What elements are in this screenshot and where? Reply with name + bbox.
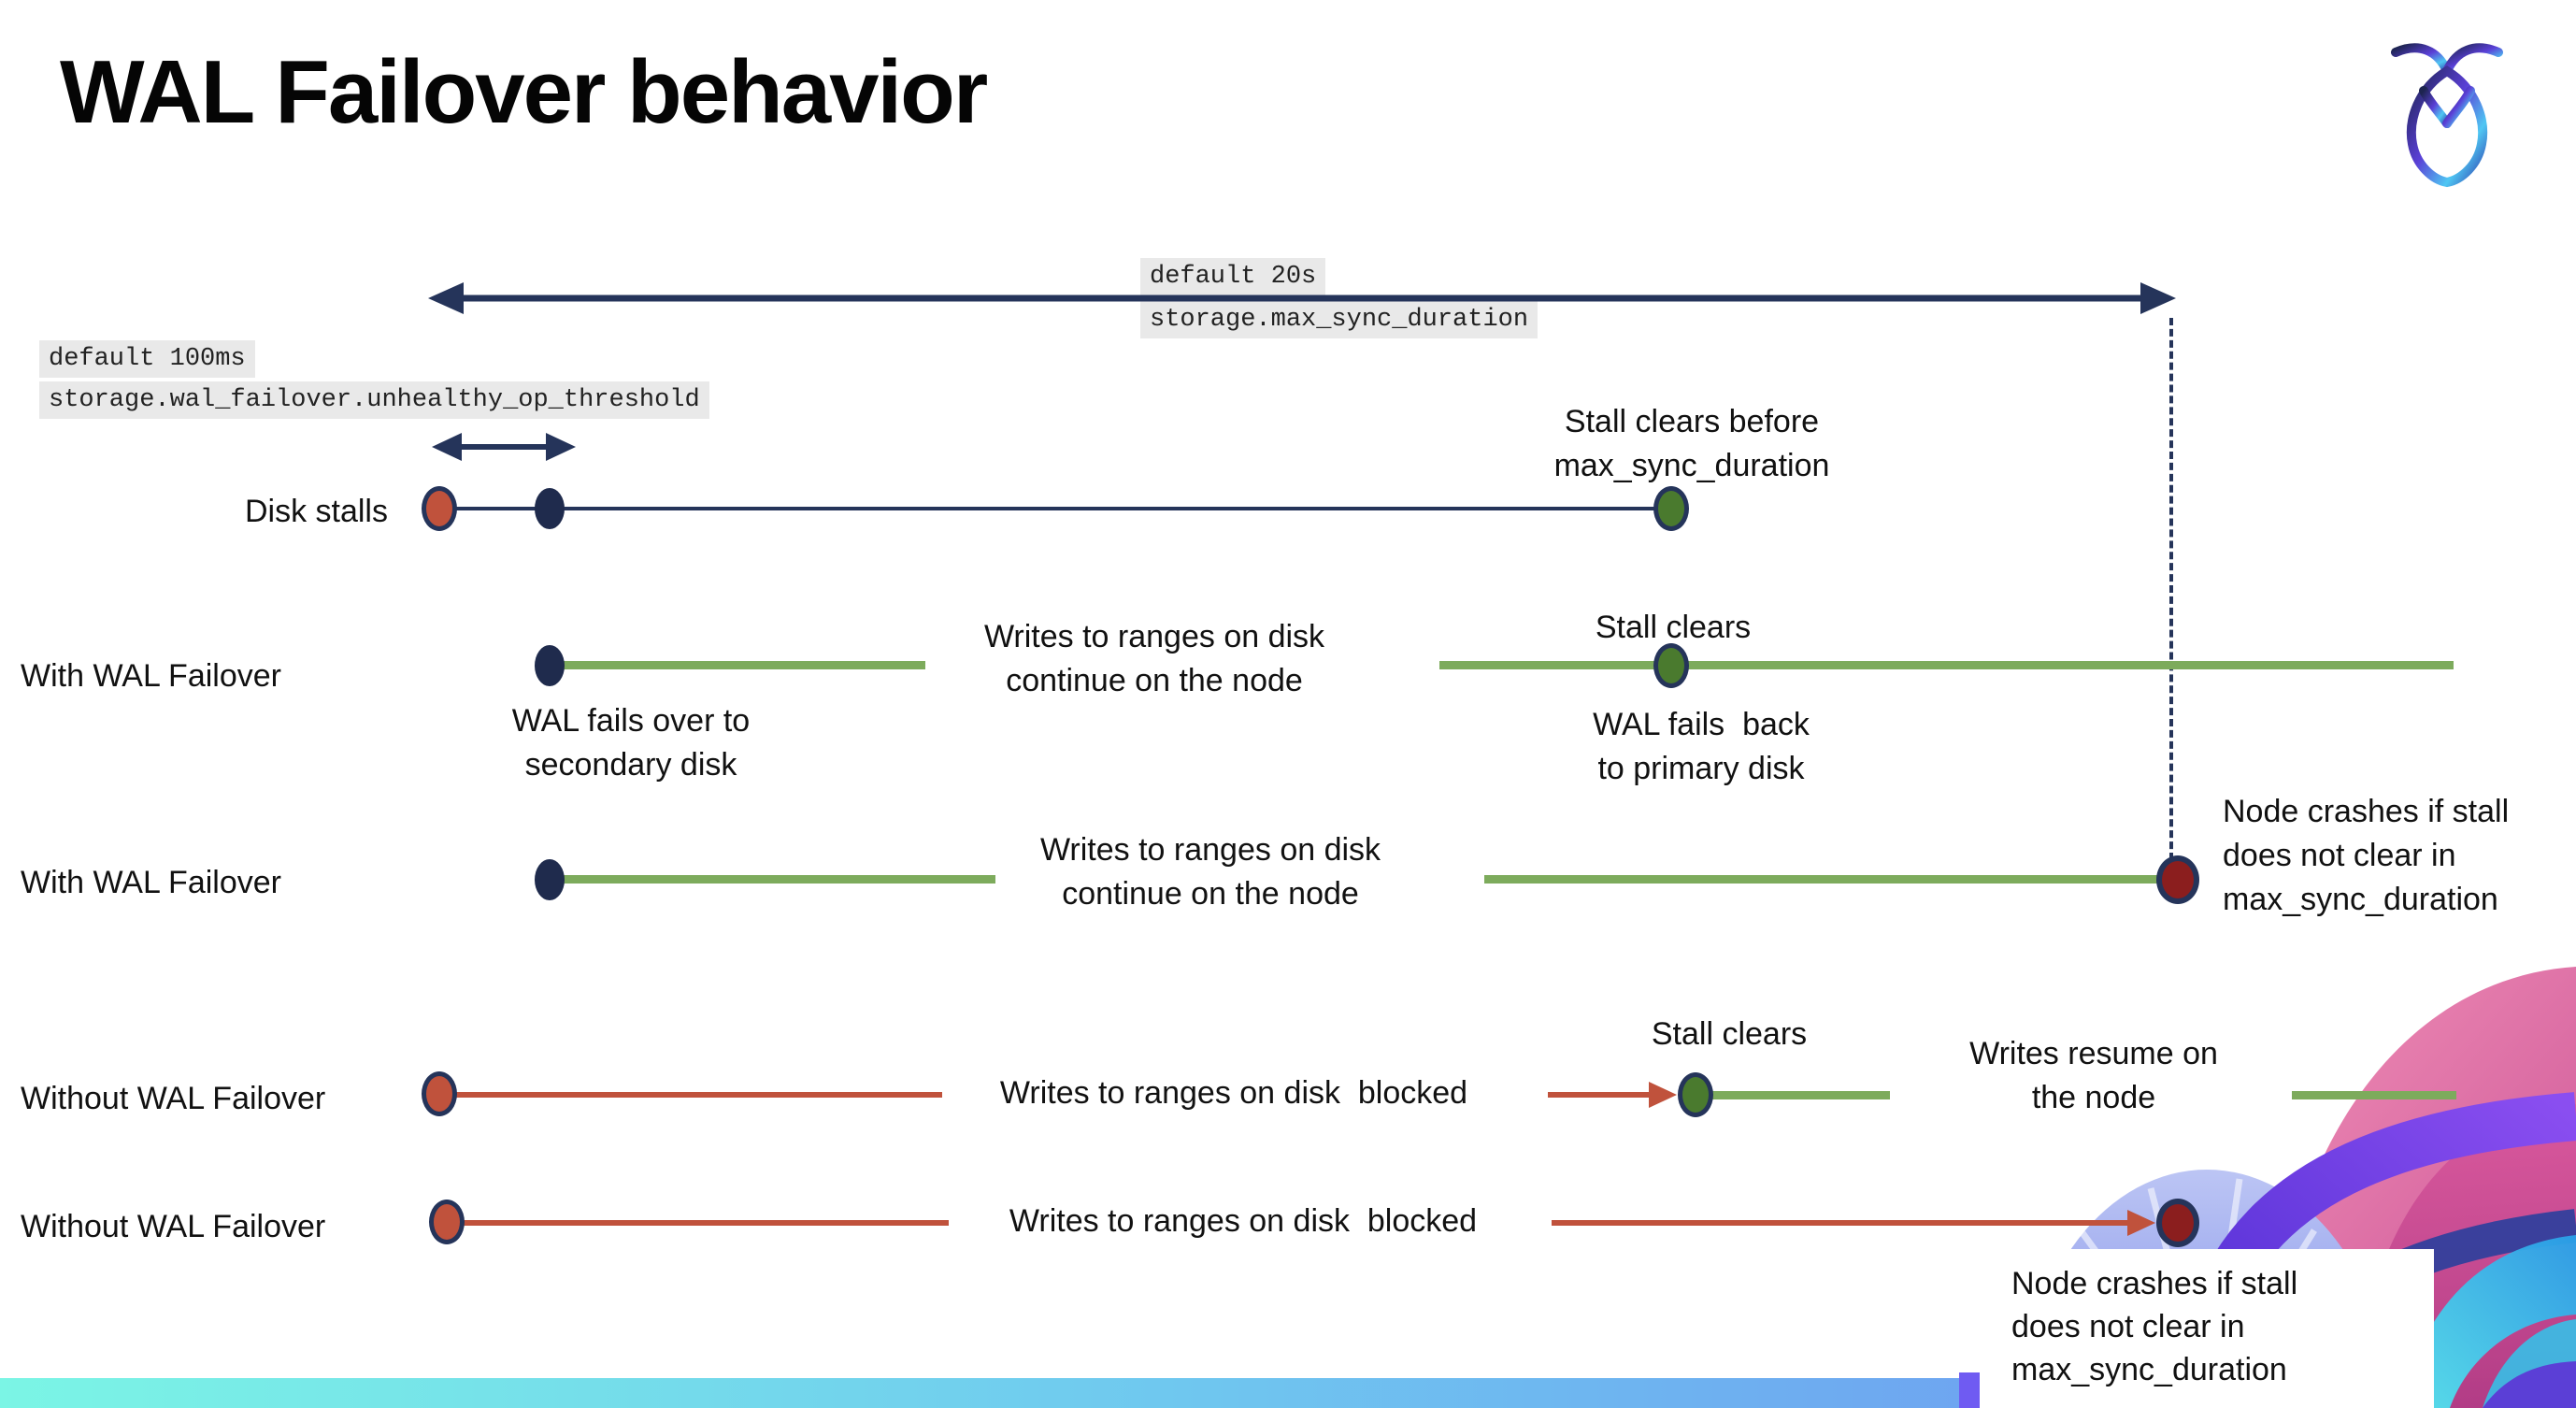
threshold-default-label: default 100ms: [39, 340, 255, 378]
stall-clears-dot-row1: [1653, 486, 1689, 531]
writes-resume-text: Writes resume on the node: [1969, 1036, 2218, 1115]
max-sync-setting-label: storage.max_sync_duration: [1140, 301, 1538, 338]
failover-trigger-dot: [535, 488, 565, 529]
node-crashes-text-2: Node crashes if stall does not clear in …: [2011, 1266, 2298, 1387]
red-line-row4-a: [451, 1092, 942, 1098]
stall-start-dot-row4: [422, 1071, 457, 1116]
red-arrowhead-row5: [2127, 1210, 2155, 1236]
disk-stalls-line: [439, 507, 1671, 510]
writes-continue-text-2: Writes to ranges on disk continue on the…: [1039, 832, 1381, 912]
red-line-row4-b: [1548, 1092, 1651, 1098]
wal-fails-over-text: WAL fails over to secondary disk: [511, 703, 751, 783]
writes-continue-text-1: Writes to ranges on disk continue on the…: [983, 619, 1325, 698]
stall-clears-text-1: Stall clears: [1595, 610, 1752, 645]
row-label-without-wal-2: Without WAL Failover: [21, 1209, 326, 1244]
stall-clears-dot-row4: [1678, 1072, 1713, 1117]
green-line-row2-b: [1439, 661, 2454, 669]
row-label-with-wal-2: With WAL Failover: [21, 865, 281, 900]
writes-blocked-text-2: Writes to ranges on disk blocked: [1009, 1203, 1478, 1239]
red-line-row5-a: [458, 1220, 949, 1226]
cockroachdb-logo-icon: [2391, 43, 2503, 188]
red-arrowhead-row4: [1649, 1082, 1677, 1108]
stall-start-dot-row5: [429, 1200, 465, 1244]
node-crash-dot-row3: [2156, 855, 2199, 904]
page-title: WAL Failover behavior: [60, 42, 988, 142]
failover-dot-row2: [535, 645, 565, 686]
stall-clears-text-2: Stall clears: [1651, 1016, 1808, 1052]
red-line-row5-b: [1552, 1220, 2129, 1226]
green-line-row4-b: [2292, 1091, 2456, 1099]
row-label-with-wal-1: With WAL Failover: [21, 658, 281, 694]
disk-stall-start-dot: [422, 486, 457, 531]
wal-fails-back-text: WAL fails back to primary disk: [1593, 707, 1810, 786]
threshold-arrow: [432, 433, 576, 461]
green-line-row4-a: [1712, 1091, 1890, 1099]
node-crashes-callout-box: [1980, 1249, 2434, 1408]
row-label-without-wal-1: Without WAL Failover: [21, 1081, 326, 1116]
failover-dot-row3: [535, 859, 565, 900]
threshold-setting-label: storage.wal_failover.unhealthy_op_thresh…: [39, 381, 709, 419]
stall-clears-before-text: Stall clears before max_sync_duration: [1553, 404, 1830, 483]
writes-blocked-text-1: Writes to ranges on disk blocked: [999, 1075, 1468, 1111]
row-label-disk-stalls: Disk stalls: [244, 494, 388, 529]
green-line-row3-a: [561, 875, 995, 884]
stall-clears-dot-row2: [1653, 643, 1689, 688]
green-line-row2-a: [561, 661, 925, 669]
max-sync-default-label: default 20s: [1140, 258, 1326, 295]
green-line-row3-b: [1484, 875, 2173, 884]
node-crashes-text-1: Node crashes if stall does not clear in …: [2223, 794, 2510, 917]
deadline-dashed-line: [2169, 318, 2173, 860]
node-crash-dot-row5: [2156, 1199, 2199, 1247]
max-sync-duration-arrow: [428, 282, 2176, 314]
